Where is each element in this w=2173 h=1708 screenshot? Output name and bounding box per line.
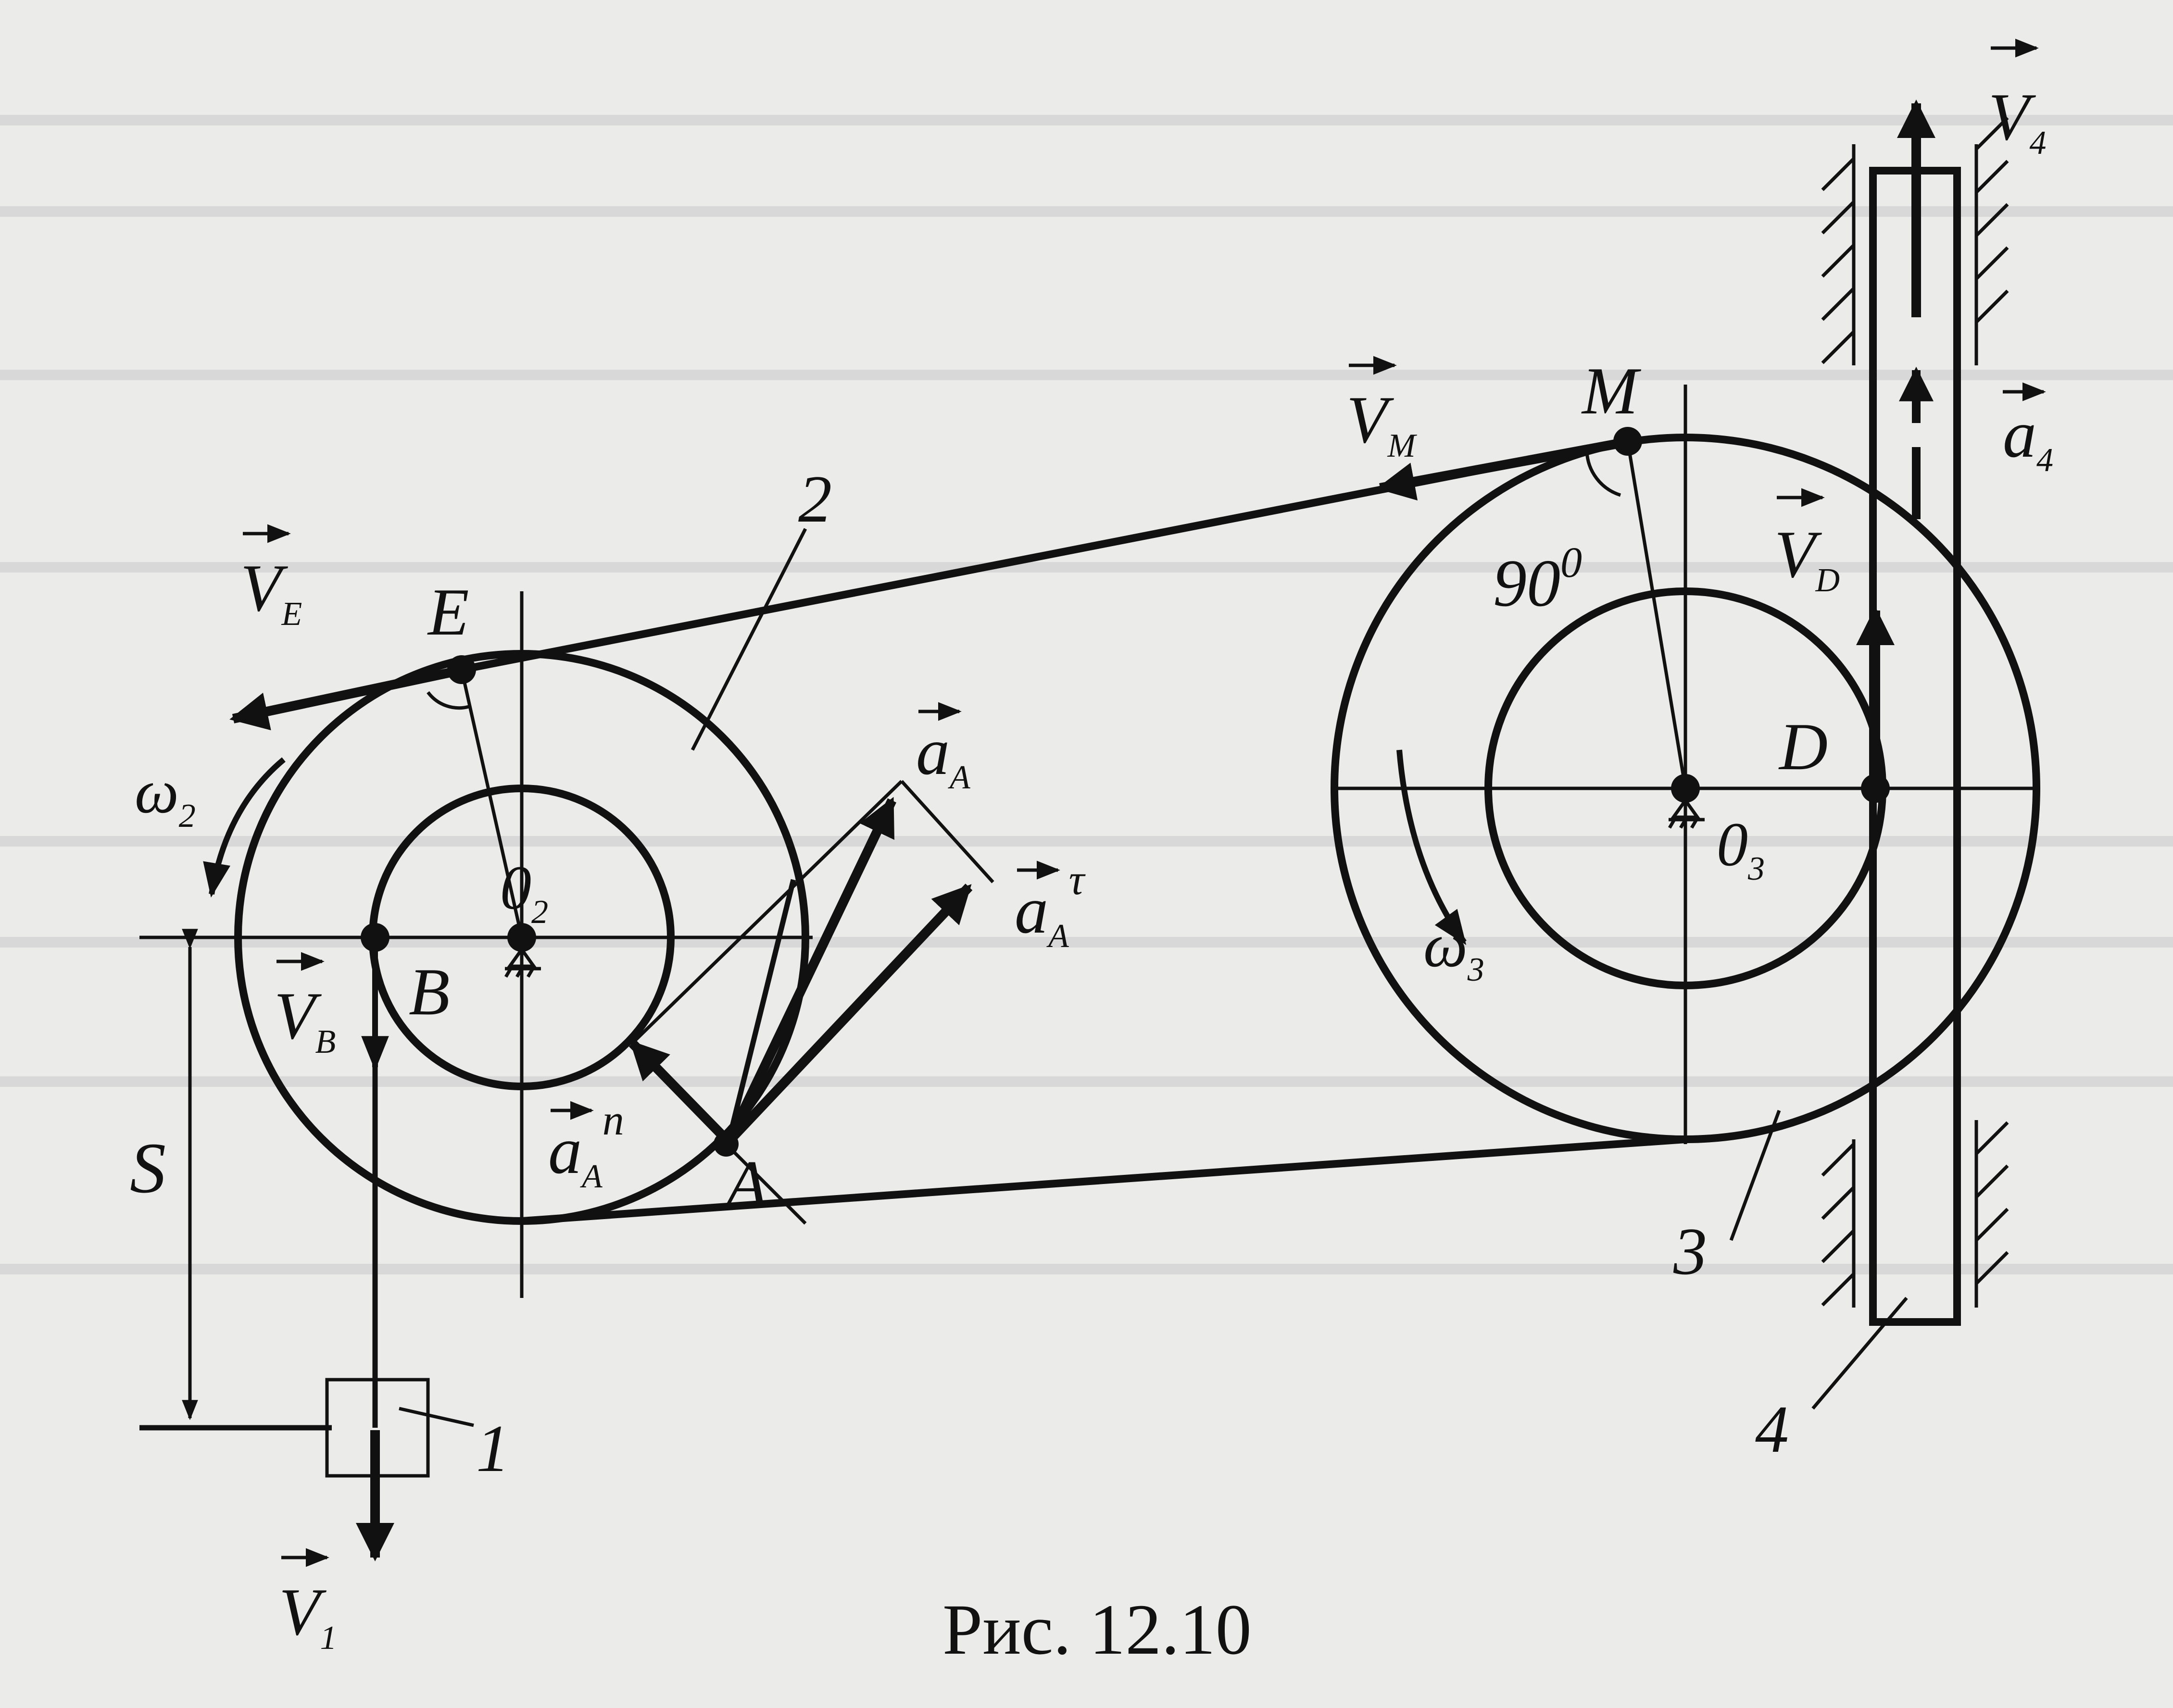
- label-1-pointer: [399, 1407, 474, 1427]
- label-aa-n: aAn: [548, 1097, 624, 1195]
- label-v1: V1: [279, 1575, 337, 1657]
- guide-lower-right: [1974, 1120, 2009, 1308]
- label-a: A: [722, 1147, 767, 1222]
- rack-4-body: [1869, 167, 1961, 1326]
- body-1: [139, 1378, 474, 1561]
- omega-3-rotation-arrow: [1396, 749, 1467, 945]
- label-a4: a4: [2003, 397, 2053, 479]
- wheel-3-radius-to-m: [1626, 441, 1687, 789]
- label-aa: aA: [916, 714, 970, 796]
- point-d: [1861, 774, 1890, 803]
- guide-lower-left: [1821, 1139, 1856, 1308]
- label-2-pointer: [691, 528, 807, 751]
- support-o3-icon: [1668, 797, 1705, 829]
- omega-2-rotation-arrow: [203, 757, 286, 898]
- label-wheel-2-number: 2: [798, 462, 832, 536]
- label-ve: VE: [240, 551, 302, 633]
- wheel-2-radius-to-e: [460, 669, 524, 938]
- figure-caption: Рис. 12.10: [942, 1590, 1252, 1670]
- label-vd: VD: [1774, 517, 1840, 599]
- acceleration-aa-n-arrow: [628, 1040, 732, 1145]
- label-omega-2: ω2: [135, 757, 196, 835]
- right-angle-arc-e: [427, 691, 469, 710]
- label-b: B: [409, 955, 450, 1029]
- guide-upper-right: [1974, 116, 2009, 365]
- label-e: E: [427, 575, 469, 649]
- label-omega-3: ω3: [1423, 911, 1484, 988]
- tangent-line-at-a: [726, 879, 796, 1143]
- acceleration-aa-arrow: [724, 797, 897, 1144]
- belt-lower-strand: [521, 1135, 1686, 1225]
- support-o2-icon: [504, 946, 541, 978]
- label-m: M: [1581, 354, 1642, 428]
- label-3-pointer: [1729, 1110, 1781, 1241]
- acceleration-aa-tau-arrow: [725, 884, 973, 1145]
- acceleration-parallelogram: [631, 780, 994, 1225]
- label-vm: VM: [1346, 383, 1418, 464]
- point-e: [447, 655, 476, 684]
- point-m: [1613, 427, 1642, 456]
- right-angle-arc-m: [1585, 450, 1621, 497]
- labels: V4 a4 VM M VD D 900 03 ω3 2 VE E ω2 02: [130, 38, 2053, 1657]
- label-aa-tau: aAτ: [1015, 856, 1086, 955]
- label-vb: VB: [274, 979, 336, 1060]
- label-o2: 02: [500, 853, 548, 931]
- label-body-1-number: 1: [476, 1411, 510, 1486]
- velocity-ve-arrow: [229, 666, 461, 731]
- label-4-pointer: [1811, 1297, 1908, 1410]
- label-rack-4-number: 4: [1755, 1392, 1789, 1467]
- label-wheel-3-number: 3: [1673, 1214, 1707, 1289]
- label-d: D: [1778, 710, 1828, 784]
- label-o3: 03: [1717, 810, 1765, 887]
- wheel-3: [1331, 385, 2040, 1144]
- label-angle-90: 900: [1493, 539, 1582, 621]
- rack-4: [1811, 100, 2009, 1410]
- label-s: S: [130, 1128, 166, 1208]
- point-o2: [507, 923, 536, 952]
- point-o3: [1671, 774, 1700, 803]
- label-v4: V4: [1988, 80, 2047, 162]
- guide-upper-left: [1821, 144, 1856, 365]
- velocity-vm-arrow: [1376, 437, 1626, 501]
